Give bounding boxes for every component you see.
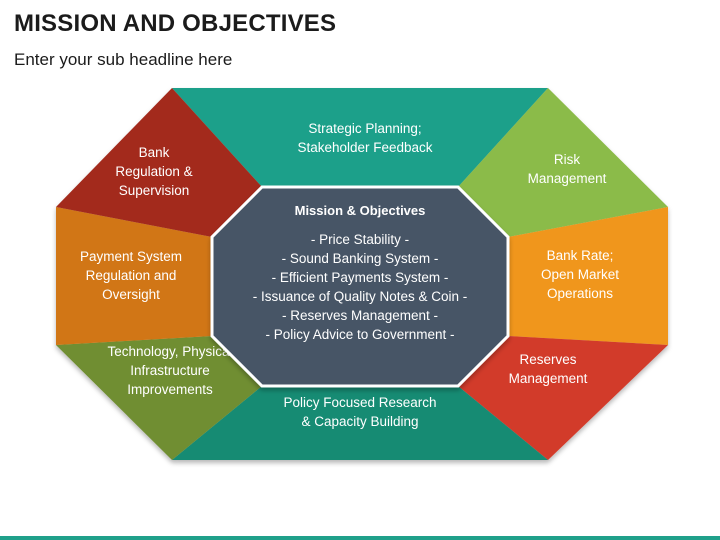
segment-label-line: Regulation and: [86, 268, 177, 283]
segment-reserves-management: [458, 336, 668, 460]
segment-label-line: Management: [509, 371, 588, 386]
segment-label-policy-research: Policy Focused Research & Capacity Buildi…: [283, 395, 436, 429]
center-item: - Price Stability -: [311, 232, 409, 247]
center-item: - Issuance of Quality Notes & Coin -: [253, 289, 468, 304]
segment-bank-rate: [508, 207, 668, 345]
segment-label-line: Open Market: [541, 267, 619, 282]
segment-label-line: Oversight: [102, 287, 160, 302]
segment-label-line: Payment System: [80, 249, 182, 264]
segment-label-line: Management: [528, 171, 607, 186]
segment-label-line: Reserves: [519, 352, 576, 367]
segment-label-line: Operations: [547, 286, 613, 301]
segment-strategic-planning: [172, 88, 548, 187]
segment-label-line: Bank Rate;: [547, 248, 614, 263]
segment-labels: Strategic Planning; Stakeholder FeedbackR…: [80, 121, 619, 429]
segment-risk-management: [458, 88, 668, 237]
page-title: MISSION AND OBJECTIVES: [14, 10, 337, 37]
segment-payment-system: [56, 207, 212, 345]
center-item: - Reserves Management -: [282, 308, 438, 323]
bottom-accent-bar: [0, 536, 720, 540]
segment-label-line: Technology, Physical: [107, 344, 232, 359]
segment-technology: [56, 336, 262, 460]
segment-label-line: Supervision: [119, 183, 190, 198]
center-octagon-group: Mission & Objectives - Price Stability -…: [210, 185, 510, 388]
segment-label-line: & Capacity Building: [301, 414, 418, 429]
center-item: - Policy Advice to Government -: [265, 327, 454, 342]
segment-label-line: Stakeholder Feedback: [297, 140, 432, 155]
segment-bank-regulation: [56, 88, 262, 237]
page-subtitle: Enter your sub headline here: [14, 50, 233, 69]
segment-label-line: Improvements: [127, 382, 213, 397]
segment-label-line: Regulation &: [115, 164, 192, 179]
center-item: - Efficient Payments System -: [272, 270, 449, 285]
segment-label-line: Bank: [139, 145, 170, 160]
center-item: - Sound Banking System -: [282, 251, 439, 266]
segment-label-strategic-planning: Strategic Planning; Stakeholder Feedback: [297, 121, 432, 155]
segment-label-line: Strategic Planning;: [308, 121, 421, 136]
segments-layer: [56, 88, 668, 460]
segment-label-line: Infrastructure: [130, 363, 210, 378]
segment-label-line: Risk: [554, 152, 580, 167]
segment-label-line: Policy Focused Research: [283, 395, 436, 410]
segment-policy-research: [172, 386, 548, 460]
center-octagon: [210, 185, 510, 388]
center-title: Mission & Objectives: [295, 203, 426, 218]
